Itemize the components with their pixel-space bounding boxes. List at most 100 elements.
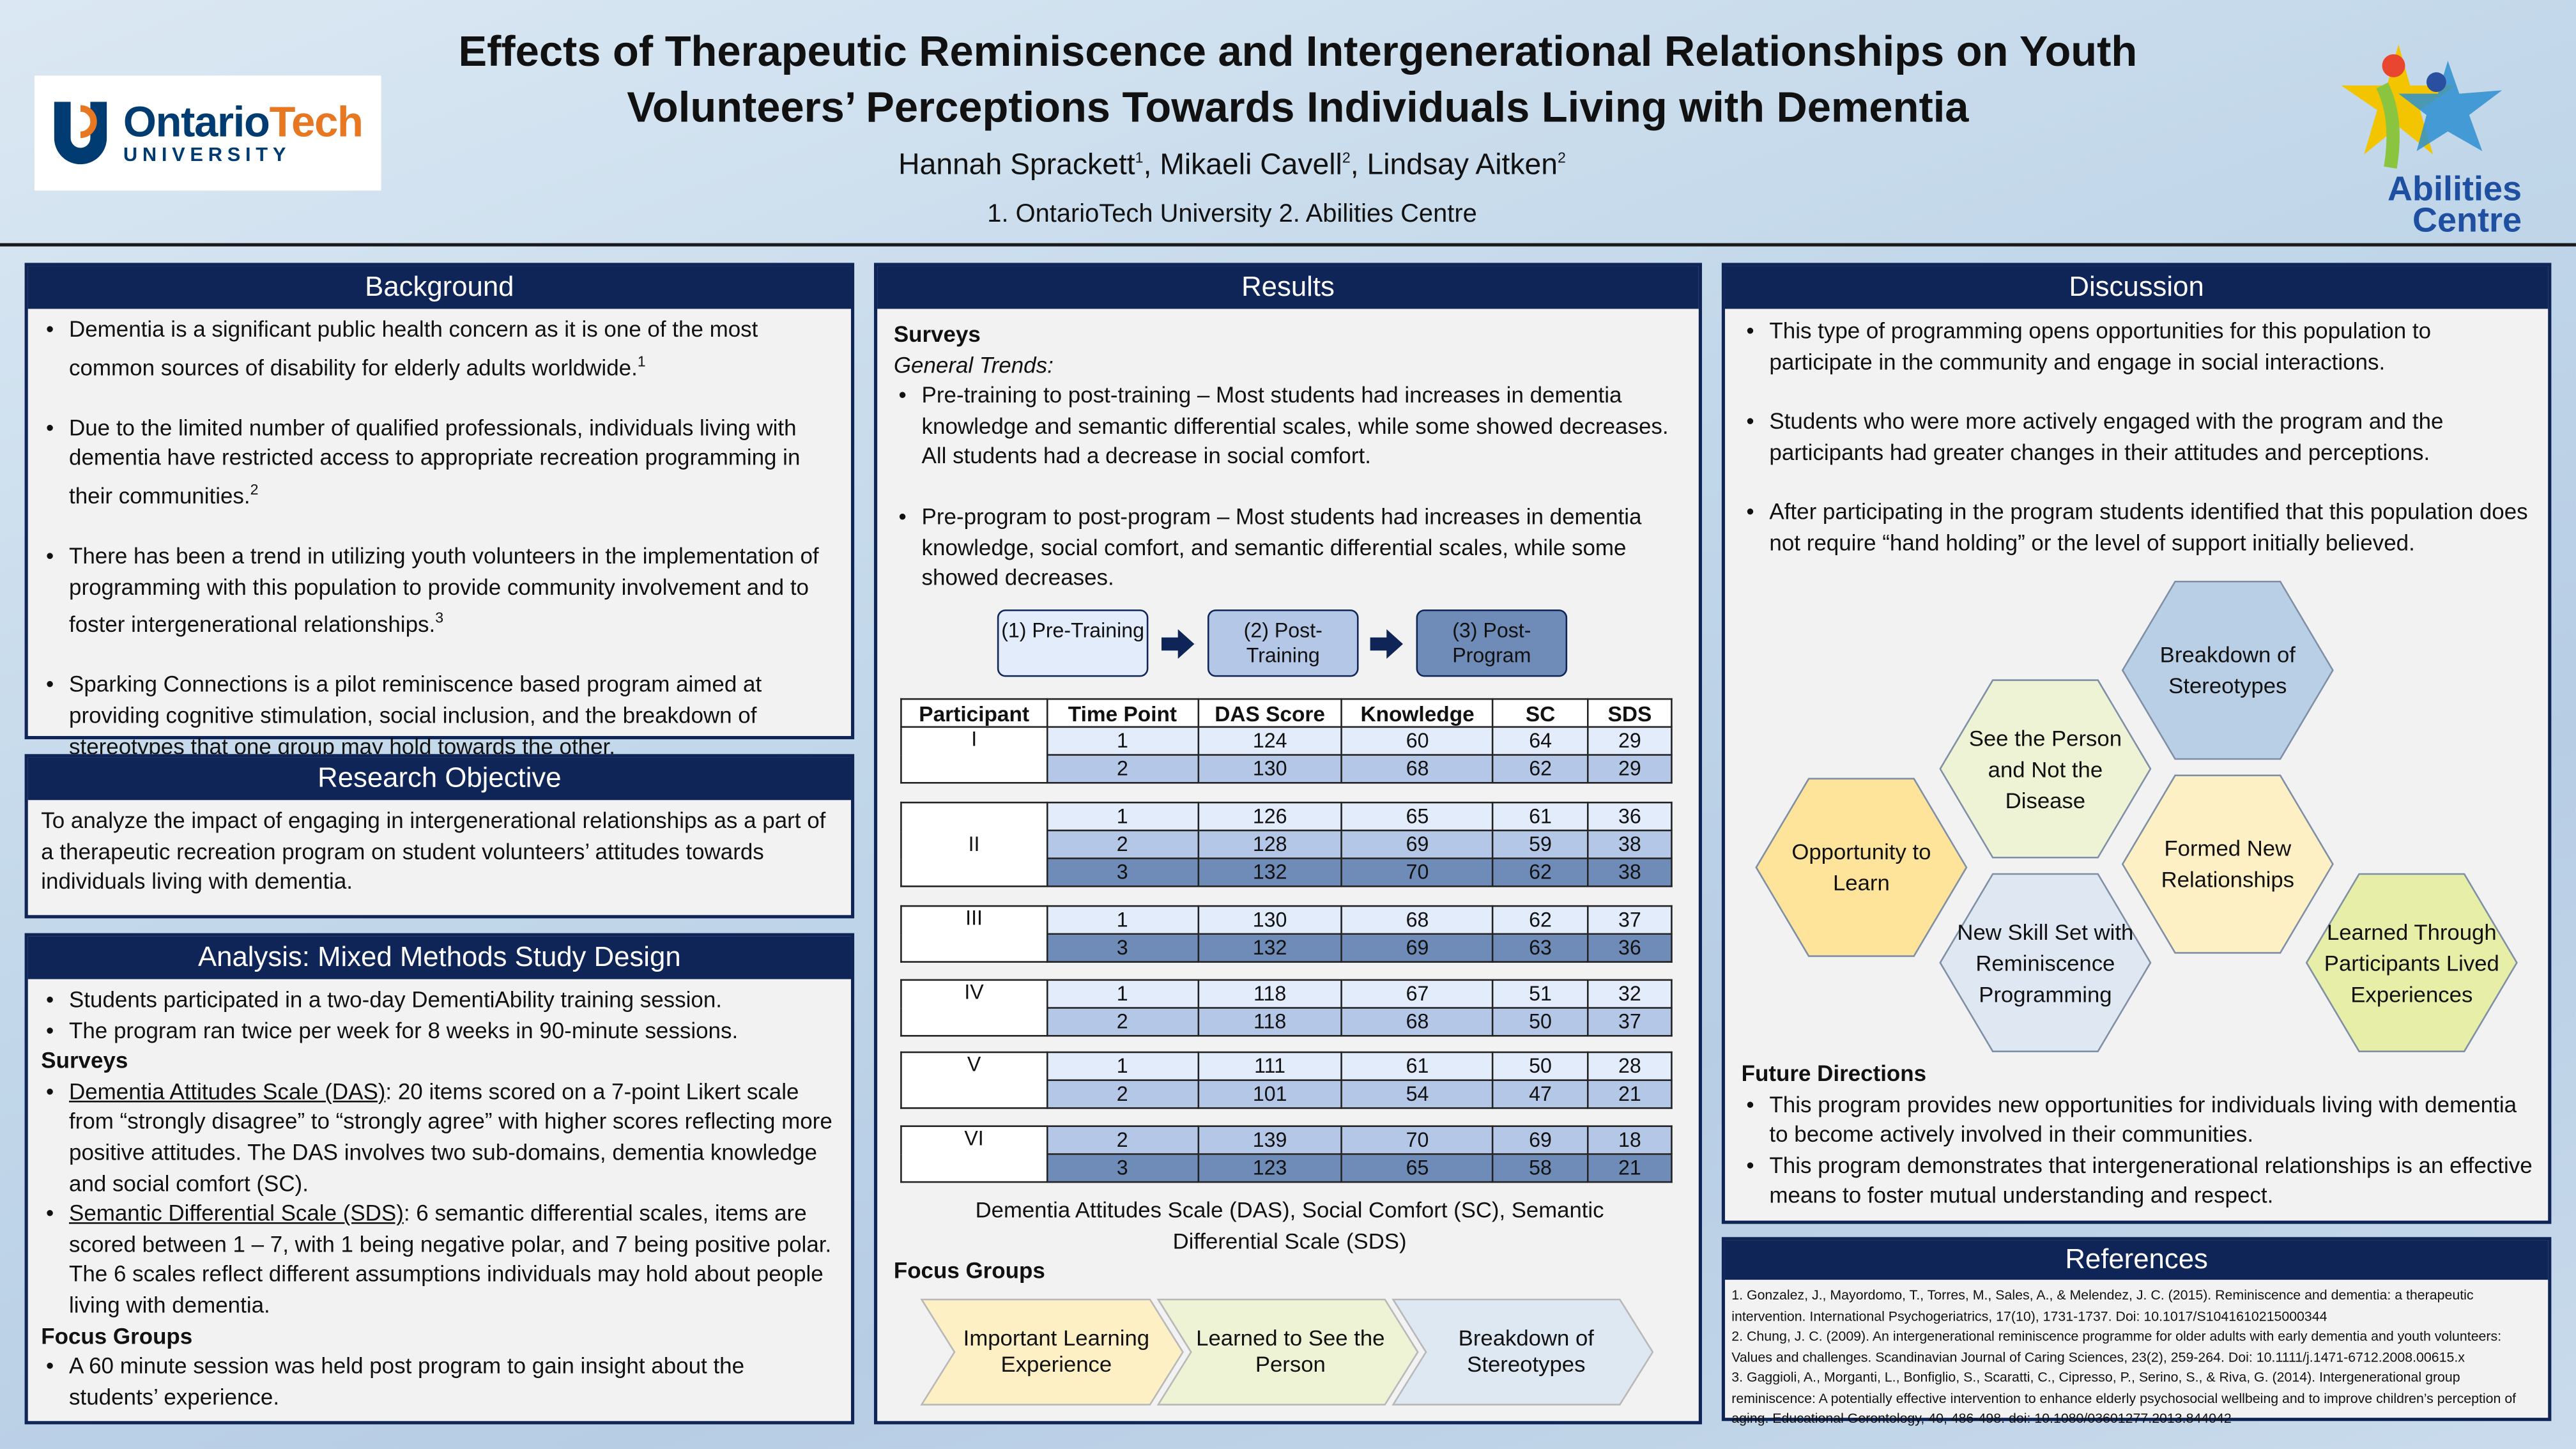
table-cell: 3 (1046, 857, 1199, 887)
table-cell: 36 (1587, 801, 1673, 832)
column-header: SC (1492, 698, 1589, 728)
table-cell: 2 (1046, 829, 1199, 859)
hexagon-theme: Breakdown of Stereotypes (2159, 642, 2296, 698)
column-header: Participant (900, 698, 1048, 728)
hexagon-shape (2305, 873, 2518, 1052)
poster-title: Effects of Therapeutic Reminiscence and … (458, 26, 2138, 132)
objective-panel: Research Objective To analyze the impact… (24, 754, 855, 919)
abilities-figures-icon (2341, 44, 2503, 169)
table-cell: 69 (1341, 933, 1494, 963)
table-cell: 132 (1197, 933, 1343, 963)
future-item: This program provides new opportunities … (1742, 1090, 2538, 1151)
hexagon-shape (1939, 873, 2152, 1052)
intro-item: The program ran twice per week for 8 wee… (41, 1016, 838, 1047)
table-cell: 18 (1587, 1125, 1673, 1155)
table-cell: 123 (1197, 1153, 1343, 1183)
discussion-item: This type of programming opens opportuni… (1742, 317, 2532, 378)
chevron-shape (1156, 1298, 1419, 1406)
table-cell: 59 (1492, 829, 1589, 859)
background-list: Dementia is a significant public health … (41, 316, 838, 763)
background-item: There has been a trend in utilizing yout… (41, 542, 838, 641)
table-cell: 54 (1341, 1079, 1494, 1109)
table-cell: 32 (1587, 979, 1673, 1009)
reference-item: 1. Gonzalez, J., Mayordomo, T., Torres, … (1731, 1286, 2474, 1324)
table-cell: 2 (1046, 1125, 1199, 1155)
table-cell: 21 (1587, 1153, 1673, 1183)
discussion-list: This type of programming opens opportuni… (1742, 317, 2532, 559)
discussion-item: Students who were more actively engaged … (1742, 408, 2532, 469)
background-item: Due to the limited number of qualified p… (41, 413, 838, 512)
table-cell: 62 (1492, 754, 1589, 784)
table-cell: 28 (1587, 1051, 1673, 1081)
column-header: Knowledge (1341, 698, 1494, 728)
table-cell: 36 (1587, 933, 1673, 963)
table-cell: 2 (1046, 754, 1199, 784)
participant-cell: I (900, 726, 1048, 784)
table-cell: 67 (1341, 979, 1494, 1009)
hexagon-theme: New Skill Set with Reminiscence Programm… (1957, 919, 2134, 1006)
table-caption: Dementia Attitudes Scale (DAS), Social C… (975, 1197, 1604, 1254)
panel-heading: Background (27, 266, 851, 309)
author: Mikaeli Cavell2, (1160, 148, 1367, 181)
focus-theme: Important Learning Experience (963, 1326, 1150, 1377)
table-cell: 62 (1492, 857, 1589, 887)
arrow-right-icon (1370, 629, 1403, 659)
table-cell: 29 (1587, 754, 1673, 784)
hexagon-shape (2121, 580, 2334, 760)
future-item: This program demonstrates that intergene… (1742, 1151, 2538, 1213)
table-cell: 1 (1046, 1051, 1199, 1081)
sds-description: Semantic Differential Scale (SDS): 6 sem… (41, 1200, 838, 1322)
table-cell: 58 (1492, 1153, 1589, 1183)
table-cell: 1 (1046, 801, 1199, 832)
table-cell: 64 (1492, 726, 1589, 756)
table-cell: 1 (1046, 979, 1199, 1009)
table-cell: 68 (1341, 905, 1494, 935)
analysis-panel: Analysis: Mixed Methods Study Design Stu… (24, 933, 855, 1425)
table-cell: 29 (1587, 726, 1673, 756)
flow-step-pre-training: (1) Pre-Training (997, 609, 1149, 677)
focus-heading: Focus Groups (41, 1323, 193, 1348)
table-cell: 130 (1197, 905, 1343, 935)
trend-item: Pre-program to post-program – Most stude… (894, 503, 1682, 594)
table-cell: 47 (1492, 1079, 1589, 1109)
table-cell: 62 (1492, 905, 1589, 935)
table-cell: 128 (1197, 829, 1343, 859)
table-cell: 63 (1492, 933, 1589, 963)
table-cell: 3 (1046, 933, 1199, 963)
participant-cell: II (900, 801, 1048, 887)
column-header: SDS (1587, 698, 1673, 728)
table-cell: 65 (1341, 1153, 1494, 1183)
participant-cell: IV (900, 979, 1048, 1037)
flow-step-post-training: (2) Post-Training (1207, 609, 1359, 677)
focus-theme: Learned to See the Person (1196, 1326, 1385, 1377)
table-cell: 38 (1587, 857, 1673, 887)
hexagon-shape (2121, 774, 2334, 954)
panel-heading: References (1724, 1240, 2549, 1280)
panel-heading: Results (877, 266, 1699, 309)
column-header: DAS Score (1197, 698, 1343, 728)
table-cell: 126 (1197, 801, 1343, 832)
participant-cell: V (900, 1051, 1048, 1109)
future-directions-heading: Future Directions (1741, 1061, 1927, 1086)
discussion-item: After participating in the program stude… (1742, 498, 2532, 560)
intro-item: Students participated in a two-day Demen… (41, 986, 838, 1016)
surveys-heading: Surveys (41, 1048, 128, 1073)
trend-item: Pre-training to post-training – Most stu… (894, 381, 1682, 473)
table-cell: 111 (1197, 1051, 1343, 1081)
table-cell: 69 (1341, 829, 1494, 859)
affiliations: 1. OntarioTech University 2. Abilities C… (987, 200, 1477, 229)
surveys-heading: Surveys (893, 321, 981, 347)
